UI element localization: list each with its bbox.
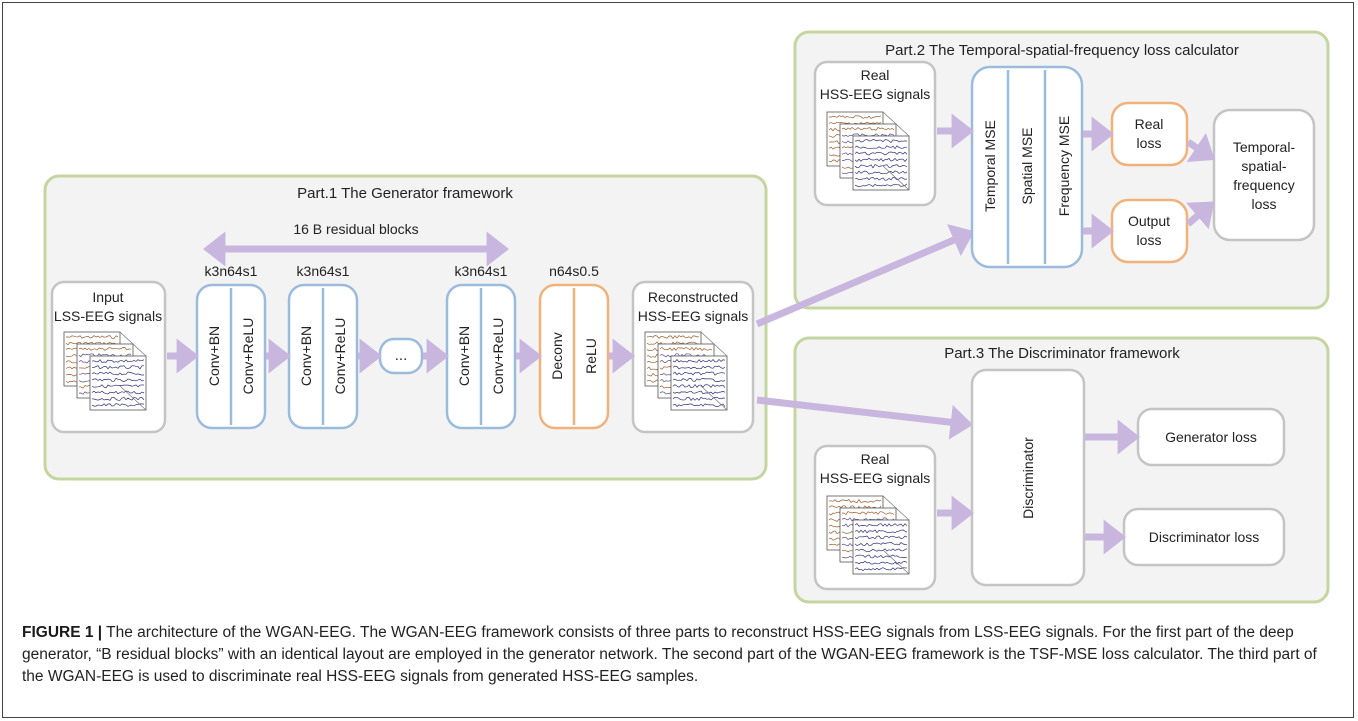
ellipsis-label: ... xyxy=(395,347,408,364)
arrow-output-loss-to-tsf xyxy=(1185,201,1215,230)
disc-real-label-line2: HSS-EEG signals xyxy=(820,470,930,486)
residual-blocks-label: 16 B residual blocks xyxy=(293,221,418,237)
real-loss-line1: Real xyxy=(1135,116,1164,132)
input-label-line1: Input xyxy=(92,289,123,305)
block2-conv-bn-label: Conv+BN xyxy=(298,326,314,386)
arrow-output-to-loss-calculator xyxy=(755,223,975,328)
figure-caption: FIGURE 1 | The architecture of the WGAN-… xyxy=(22,622,1342,688)
discriminator-label: Discriminator xyxy=(1020,437,1036,519)
real-loss-line2: loss xyxy=(1137,135,1162,151)
loss-real-eeg-signal-stack xyxy=(826,111,910,191)
tsf-loss-line3: frequency xyxy=(1233,177,1294,193)
arrow-real-loss-to-tsf xyxy=(1186,132,1215,163)
block3-param-label: k3n64s1 xyxy=(455,263,508,279)
output-loss-line2: loss xyxy=(1137,232,1162,248)
discriminator-box xyxy=(970,368,1086,587)
frequency-mse-label: Frequency MSE xyxy=(1056,116,1072,216)
residual-block-1: Conv+BN Conv+ReLU xyxy=(195,283,267,430)
block1-conv-bn-label: Conv+BN xyxy=(206,326,222,386)
loss-calculator-panel-title: Part.2 The Temporal-spatial-frequency lo… xyxy=(885,42,1239,59)
loss-real-label-line1: Real xyxy=(861,67,890,83)
output-loss-box xyxy=(1110,198,1189,264)
disc-real-label-line1: Real xyxy=(861,451,890,467)
reconstructed-eeg-signal-stack xyxy=(644,331,728,411)
discriminator-panel-title: Part.3 The Discriminator framework xyxy=(944,345,1180,362)
tsf-loss-line1: Temporal- xyxy=(1233,139,1296,155)
input-eeg-signal-stack xyxy=(63,331,147,411)
architecture-diagram: Part.1 The Generator framework Part.2 Th… xyxy=(43,30,1330,604)
tsf-mse-block: Temporal MSE Spatial MSE Frequency MSE xyxy=(970,65,1084,269)
output-loss-line1: Output xyxy=(1128,213,1170,229)
reconstructed-label-line1: Reconstructed xyxy=(648,289,738,305)
deconv-relu-label: ReLU xyxy=(583,338,599,374)
spatial-mse-label: Spatial MSE xyxy=(1019,127,1035,204)
block1-conv-relu-label: Conv+ReLU xyxy=(240,318,256,395)
generator-loss-label: Generator loss xyxy=(1165,429,1257,445)
deconv-param-label: n64s0.5 xyxy=(549,263,599,279)
residual-block-2: Conv+BN Conv+ReLU xyxy=(287,283,359,430)
block2-param-label: k3n64s1 xyxy=(297,263,350,279)
temporal-mse-label: Temporal MSE xyxy=(982,120,998,212)
discriminator-loss-label: Discriminator loss xyxy=(1149,529,1259,545)
block1-param-label: k3n64s1 xyxy=(205,263,258,279)
real-loss-box xyxy=(1110,101,1189,167)
caption-text: The architecture of the WGAN-EEG. The WG… xyxy=(22,624,1317,685)
residual-block-3: Conv+BN Conv+ReLU xyxy=(445,283,517,430)
deconv-label: Deconv xyxy=(549,332,565,379)
loss-real-label-line2: HSS-EEG signals xyxy=(820,86,930,102)
tsf-loss-box xyxy=(1212,108,1316,242)
arrow-output-to-discriminator xyxy=(756,396,973,440)
deconv-block: Deconv ReLU xyxy=(538,283,610,430)
caption-label: FIGURE 1 | xyxy=(22,624,103,641)
block3-conv-relu-label: Conv+ReLU xyxy=(490,318,506,395)
input-label-line2: LSS-EEG signals xyxy=(54,308,162,324)
tsf-loss-line4: loss xyxy=(1252,196,1277,212)
disc-real-eeg-signal-stack xyxy=(826,495,910,575)
block3-conv-bn-label: Conv+BN xyxy=(456,326,472,386)
tsf-loss-line2: spatial- xyxy=(1241,158,1286,174)
reconstructed-label-line2: HSS-EEG signals xyxy=(638,308,748,324)
block2-conv-relu-label: Conv+ReLU xyxy=(332,318,348,395)
generator-panel-title: Part.1 The Generator framework xyxy=(297,185,513,202)
